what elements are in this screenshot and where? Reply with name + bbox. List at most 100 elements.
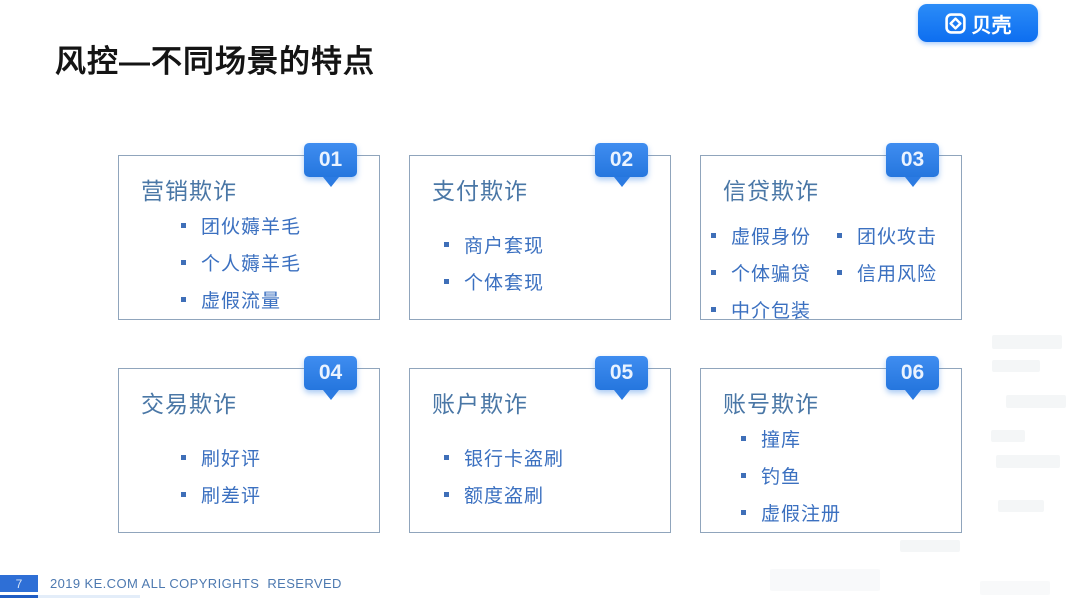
fraud-card: 05 账户欺诈 银行卡盗刷额度盗刷 (409, 356, 671, 533)
card-lists: 虚假身份个体骗贷中介包装团伙攻击信用风险 (701, 206, 961, 323)
beike-logo: 贝壳 (918, 4, 1038, 42)
list-item-label: 个人薅羊毛 (201, 254, 302, 275)
bullet-icon (711, 233, 716, 238)
watermark (992, 360, 1040, 372)
list-item: 银行卡盗刷 (444, 444, 564, 471)
beike-house-icon (944, 12, 966, 34)
fraud-card: 06 账号欺诈 撞库钓鱼虚假注册 (700, 356, 962, 533)
card-number-badge: 04 (304, 356, 357, 400)
bullet-icon (711, 307, 716, 312)
list-item-label: 银行卡盗刷 (464, 448, 565, 470)
list-item: 个人薅羊毛 (181, 249, 301, 276)
list-item: 个体骗贷 (711, 259, 811, 286)
list-item-label: 刷差评 (201, 485, 262, 507)
card-number-badge: 06 (886, 356, 939, 400)
card-item-list: 银行卡盗刷额度盗刷 (444, 444, 564, 508)
card-item-list: 虚假身份个体骗贷中介包装 (711, 222, 811, 323)
list-item-label: 团伙攻击 (857, 227, 938, 248)
card-item-list: 撞库钓鱼虚假注册 (741, 425, 841, 526)
bullet-icon (181, 223, 186, 228)
card-title: 交易欺诈 (141, 391, 237, 417)
list-item-label: 信用风险 (857, 264, 938, 285)
card-lists: 商户套现个体套现 (410, 206, 670, 319)
bullet-icon (181, 297, 186, 302)
bullet-icon (444, 241, 449, 247)
list-item: 虚假流量 (181, 286, 301, 313)
fraud-card: 04 交易欺诈 刷好评刷差评 (118, 356, 380, 533)
bullet-icon (741, 510, 746, 515)
list-item: 中介包装 (711, 296, 811, 323)
card-lists: 银行卡盗刷额度盗刷 (410, 419, 670, 532)
list-item-label: 中介包装 (731, 301, 812, 322)
card-title: 账号欺诈 (723, 391, 819, 417)
list-item: 团伙薅羊毛 (181, 212, 301, 239)
list-item-label: 刷好评 (201, 448, 262, 470)
watermark (900, 540, 960, 552)
list-item: 信用风险 (837, 259, 937, 286)
list-item: 虚假身份 (711, 222, 811, 249)
watermark (996, 455, 1060, 468)
card-item-list: 团伙薅羊毛个人薅羊毛虚假流量 (181, 212, 301, 313)
bullet-icon (837, 233, 843, 238)
bullet-icon (181, 260, 186, 265)
bullet-icon (181, 454, 186, 460)
card-lists: 团伙薅羊毛个人薅羊毛虚假流量 (119, 206, 379, 319)
card-number-badge: 05 (595, 356, 648, 400)
card-title: 支付欺诈 (432, 178, 528, 204)
list-item: 刷好评 (181, 444, 261, 471)
progress-track (0, 595, 140, 598)
bullet-icon (444, 278, 449, 284)
list-item: 个体套现 (444, 268, 544, 295)
card-item-list: 商户套现个体套现 (444, 231, 544, 295)
card-number-badge: 02 (595, 143, 648, 187)
list-item-label: 个体骗贷 (731, 264, 812, 285)
card-number: 01 (318, 148, 343, 171)
list-item-label: 撞库 (761, 430, 802, 451)
bullet-icon (741, 473, 746, 478)
card-lists: 刷好评刷差评 (119, 419, 379, 532)
list-item: 撞库 (741, 425, 841, 452)
card-lists: 撞库钓鱼虚假注册 (701, 419, 961, 532)
card-title: 信贷欺诈 (723, 178, 819, 204)
bullet-icon (444, 491, 449, 497)
card-number: 03 (900, 148, 925, 171)
list-item: 商户套现 (444, 231, 544, 258)
card-number: 06 (900, 361, 925, 384)
watermark (980, 581, 1050, 595)
beike-logo-label: 贝壳 (971, 14, 1012, 37)
list-item-label: 个体套现 (464, 272, 545, 294)
list-item-label: 团伙薅羊毛 (201, 217, 302, 238)
card-number-badge: 03 (886, 143, 939, 187)
list-item: 钓鱼 (741, 462, 841, 489)
list-item: 虚假注册 (741, 499, 841, 526)
list-item-label: 钓鱼 (761, 467, 802, 488)
list-item-label: 虚假流量 (201, 291, 282, 312)
list-item-label: 商户套现 (464, 235, 545, 257)
list-item-label: 虚假注册 (761, 504, 842, 525)
page-title: 风控—不同场景的特点 (55, 44, 375, 79)
copyright-text: 2019 KE.COM ALL COPYRIGHTS RESERVED (50, 576, 342, 591)
watermark (1006, 395, 1066, 408)
card-number: 02 (609, 148, 634, 171)
cards-grid: 01 营销欺诈 团伙薅羊毛个人薅羊毛虚假流量 02 支付欺诈 商户套现个体套现 … (118, 143, 962, 533)
fraud-card: 01 营销欺诈 团伙薅羊毛个人薅羊毛虚假流量 (118, 143, 380, 320)
card-number: 05 (609, 361, 634, 384)
page-number-badge: 7 (0, 575, 38, 592)
list-item: 额度盗刷 (444, 481, 564, 508)
card-item-list: 团伙攻击信用风险 (837, 222, 937, 286)
bullet-icon (444, 454, 449, 460)
list-item-label: 虚假身份 (731, 227, 812, 248)
list-item-label: 额度盗刷 (464, 485, 545, 507)
bullet-icon (741, 436, 746, 441)
progress-bar (0, 595, 38, 598)
list-item: 团伙攻击 (837, 222, 937, 249)
bullet-icon (711, 270, 716, 275)
watermark (992, 335, 1062, 349)
watermark (770, 569, 880, 591)
fraud-card: 03 信贷欺诈 虚假身份个体骗贷中介包装团伙攻击信用风险 (700, 143, 962, 323)
watermark (991, 430, 1025, 442)
card-number: 04 (318, 361, 343, 384)
list-item: 刷差评 (181, 481, 261, 508)
card-item-list: 刷好评刷差评 (181, 444, 261, 508)
bullet-icon (837, 270, 843, 275)
